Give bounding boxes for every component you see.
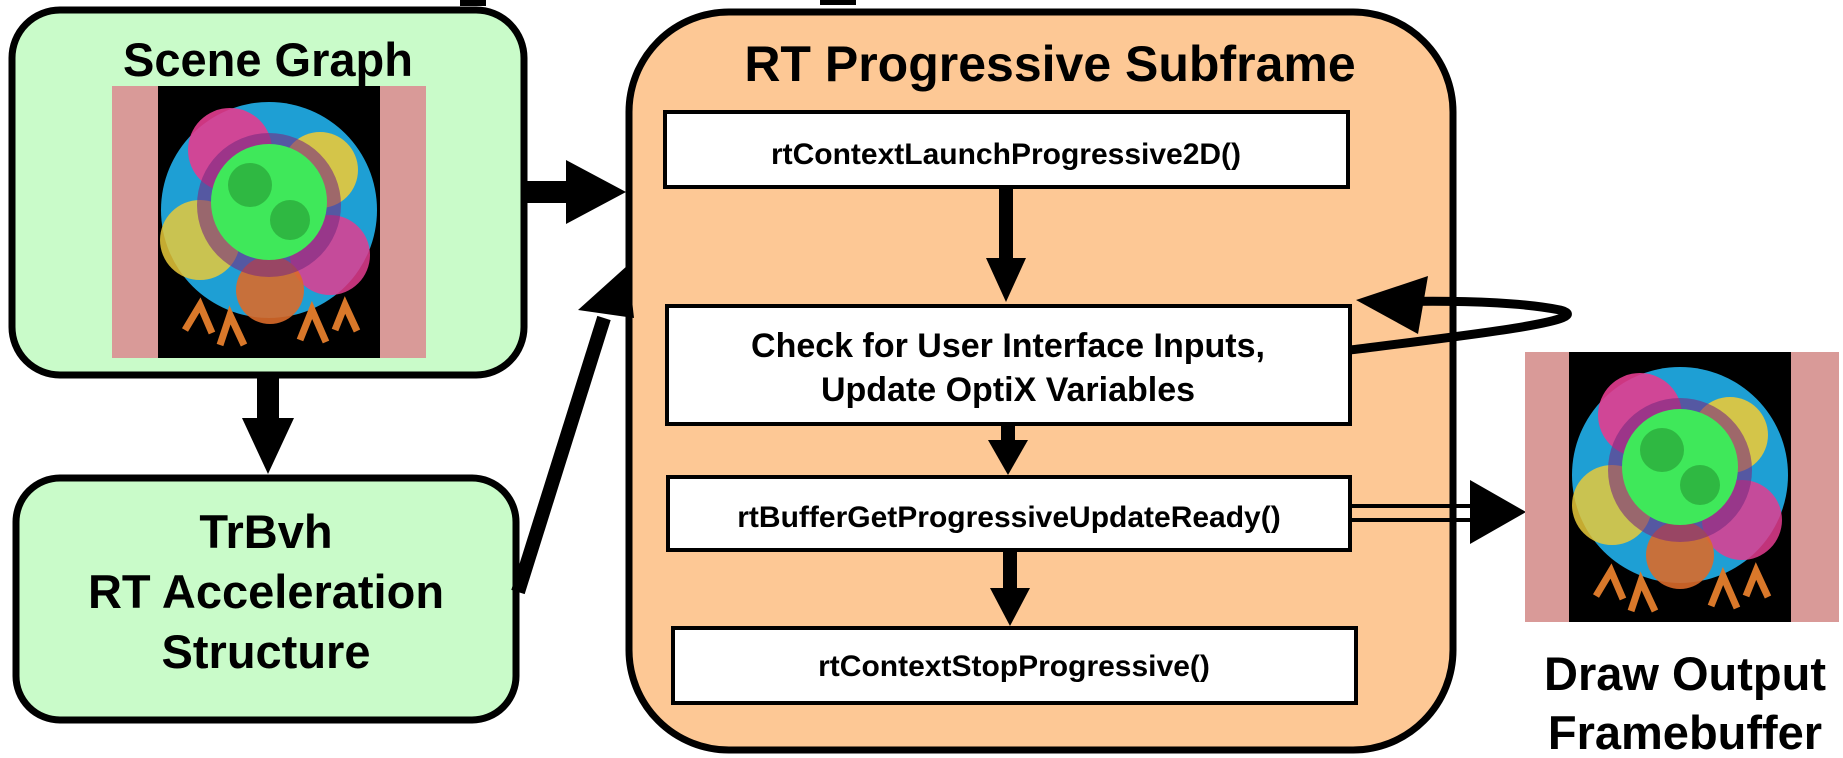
- output-label-line1: Draw Output: [1544, 647, 1826, 700]
- arrow-ready-to-output: [1350, 480, 1526, 544]
- scene-graph-title: Scene Graph: [123, 33, 413, 86]
- arrow-trbvh-to-subframe: [511, 265, 634, 595]
- arrows: [242, 160, 1572, 626]
- cropped-heading-fragment: [460, 0, 856, 6]
- trbvh-line2: RT Acceleration: [88, 565, 444, 618]
- arrow-scene-to-subframe: [526, 160, 626, 224]
- arrow-launch-to-check: [986, 189, 1026, 302]
- output-framebuffer-image: [1525, 352, 1839, 622]
- step-check-inputs-line1: Check for User Interface Inputs,: [751, 327, 1265, 365]
- loop-arrow: [1349, 276, 1572, 355]
- arrow-check-to-ready: [988, 426, 1028, 475]
- step-stop-box: rtContextStopProgressive(): [671, 626, 1358, 705]
- trbvh-line3: Structure: [162, 625, 371, 678]
- step-stop-label: rtContextStopProgressive(): [818, 650, 1210, 683]
- step-check-inputs-line2: Update OptiX Variables: [821, 371, 1195, 409]
- scene-graph-image: [112, 86, 426, 358]
- arrow-ready-to-stop: [990, 552, 1030, 626]
- trbvh-line1: TrBvh: [199, 505, 332, 558]
- step-update-ready-box: rtBufferGetProgressiveUpdateReady(): [666, 475, 1352, 552]
- trbvh-box: TrBvh RT Acceleration Structure: [12, 474, 520, 724]
- scene-graph-box: Scene Graph: [8, 6, 528, 379]
- step-update-ready-label: rtBufferGetProgressiveUpdateReady(): [737, 501, 1280, 534]
- step-launch-box: rtContextLaunchProgressive2D(): [663, 110, 1350, 189]
- step-launch-label: rtContextLaunchProgressive2D(): [771, 138, 1241, 171]
- arrow-scene-to-trbvh: [242, 378, 294, 474]
- step-check-inputs-box: Check for User Interface Inputs, Update …: [665, 304, 1352, 426]
- output-label-line2: Framebuffer: [1548, 706, 1822, 758]
- subframe-title: RT Progressive Subframe: [744, 36, 1355, 92]
